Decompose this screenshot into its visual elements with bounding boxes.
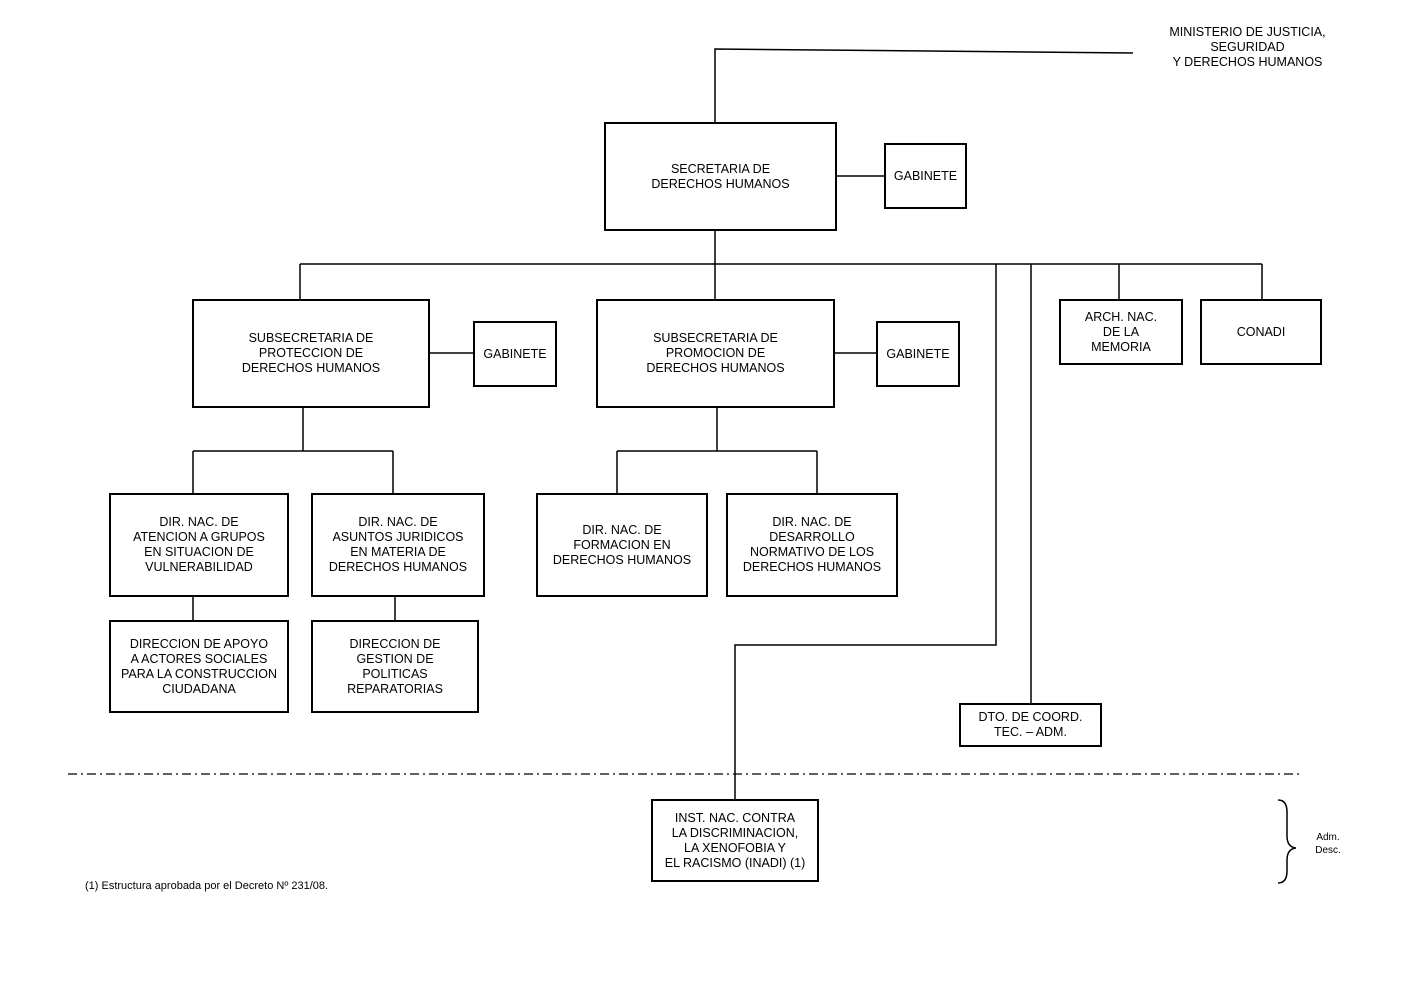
box-subsec-promocion: SUBSECRETARIA DE PROMOCION DE DERECHOS H…: [596, 299, 835, 408]
box-dir-formacion: DIR. NAC. DE FORMACION EN DERECHOS HUMAN…: [536, 493, 708, 597]
box-conadi: CONADI: [1200, 299, 1322, 365]
box-gabinete-proteccion: GABINETE: [473, 321, 557, 387]
footnote: (1) Estructura aprobada por el Decreto N…: [85, 880, 329, 892]
box-dto-coord: DTO. DE COORD. TEC. – ADM.: [959, 703, 1102, 747]
box-dir-apoyo: DIRECCION DE APOYO A ACTORES SOCIALES PA…: [109, 620, 289, 713]
box-gabinete-secretaria: GABINETE: [884, 143, 967, 209]
box-secretaria: SECRETARIA DE DERECHOS HUMANOS: [604, 122, 837, 231]
box-dir-desarrollo: DIR. NAC. DE DESARROLLO NORMATIVO DE LOS…: [726, 493, 898, 597]
brace-icon: [1277, 799, 1297, 884]
bracket-label: Adm. Desc.: [1315, 832, 1341, 856]
box-arch-memoria: ARCH. NAC. DE LA MEMORIA: [1059, 299, 1183, 365]
box-inadi: INST. NAC. CONTRA LA DISCRIMINACION, LA …: [651, 799, 819, 882]
box-dir-gestion: DIRECCION DE GESTION DE POLITICAS REPARA…: [311, 620, 479, 713]
box-dir-asuntos: DIR. NAC. DE ASUNTOS JURIDICOS EN MATERI…: [311, 493, 485, 597]
box-gabinete-promocion: GABINETE: [876, 321, 960, 387]
box-dir-atencion: DIR. NAC. DE ATENCION A GRUPOS EN SITUAC…: [109, 493, 289, 597]
box-subsec-proteccion: SUBSECRETARIA DE PROTECCION DE DERECHOS …: [192, 299, 430, 408]
ministry-label: MINISTERIO DE JUSTICIA, SEGURIDAD Y DERE…: [1169, 25, 1326, 69]
